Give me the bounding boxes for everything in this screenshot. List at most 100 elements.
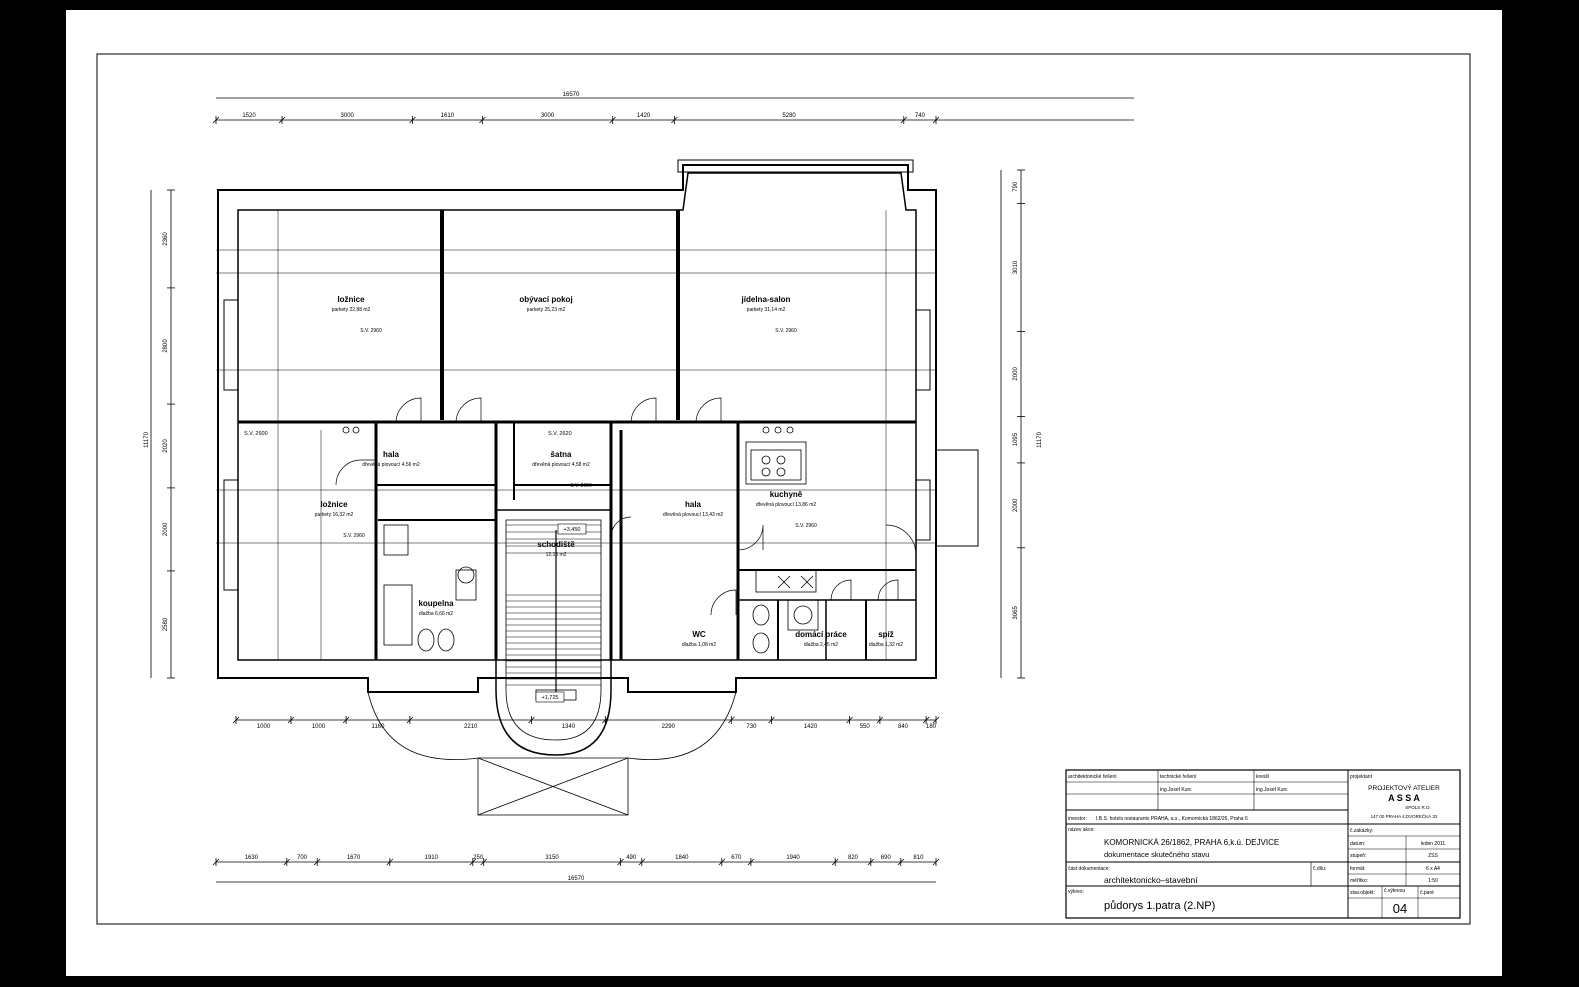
left-dimension-2: 2020 (163, 439, 169, 453)
bottom-dimension-3: 1910 (425, 855, 439, 861)
lower-dimension-0: 1000 (257, 724, 271, 730)
right-dimension-2: 2000 (1013, 367, 1019, 381)
lower-dimension-7: 1420 (804, 724, 818, 730)
level-upper: +3,450 (564, 527, 581, 533)
drew-name: ing.Josef Kurc (1256, 787, 1288, 793)
room-name: WC (692, 630, 706, 639)
lower-dimension-1: 1000 (312, 724, 326, 730)
side-dimension-chains (150, 169, 1025, 679)
bottom-dimension-11: 690 (881, 855, 892, 861)
top-dimension-3: 3000 (541, 113, 555, 119)
drawing-value: půdorys 1.patra (2.NP) (1104, 900, 1215, 912)
bottom-dimension-9: 1940 (786, 855, 800, 861)
room-name: jídelna-salon (741, 295, 791, 304)
room-label-10: WC dlažba 1,08 m2 (682, 630, 716, 648)
room-label-12: spíž dlažba 1,32 m2 (869, 630, 903, 648)
studio-logo-text: A S S A (1388, 793, 1420, 803)
bottom-dimension-4: 250 (473, 855, 484, 861)
studio-name: PROJEKTOVÝ ATELIER (1368, 783, 1440, 792)
arch-solution-label: architektonické řešení (1068, 774, 1117, 780)
top-dimension-1: 3000 (341, 113, 355, 119)
room-name: kuchyně (770, 490, 803, 499)
room-floor: parkety 31,14 m2 (747, 307, 786, 313)
top-dimension-5: 5280 (782, 113, 796, 119)
sv-label-left: S.V. 2600 (244, 431, 268, 437)
top-dimension-chain (212, 97, 1134, 124)
room-name: hala (685, 500, 702, 509)
right-dimension-0: 790 (1013, 181, 1019, 192)
title-block-labels: architektonické řešení technické řešení … (1068, 774, 1445, 916)
part-value: architektonicko–stavební (1104, 875, 1198, 885)
top-dimension-6: 740 (915, 113, 926, 119)
overall-dimension-top: 16570 (563, 92, 580, 98)
room-clear-height: S.V. 2690 (570, 483, 592, 489)
right-dimension-3: 1095 (1013, 432, 1019, 446)
drew-label: kreslil (1256, 774, 1269, 780)
stove-marks (777, 575, 814, 589)
lower-dimension-6: 730 (746, 724, 757, 730)
bottom-dimension-5: 3150 (545, 855, 559, 861)
drawing-sheet: 16570 1520 3000 1610 3000 1420 5280 740 (66, 10, 1502, 976)
bottom-dimension-12: 810 (913, 855, 924, 861)
right-dimension-4: 2000 (1013, 498, 1019, 512)
bottom-dimension-10: 820 (848, 855, 859, 861)
interior-dimension-lines (216, 210, 936, 700)
staircase (367, 509, 737, 816)
sheet-number-label: č.výkresu (1384, 888, 1405, 894)
lower-dimension-2: 1160 (372, 724, 386, 730)
room-floor: parkety 16,32 m2 (315, 512, 354, 518)
contract-label: č.zakázky: (1350, 828, 1373, 834)
sheet-number: 04 (1393, 901, 1407, 916)
sv-label-dressing: S.V. 2620 (548, 431, 572, 437)
room-clear-height: S.V. 2960 (795, 523, 817, 529)
scale-value: 1:50 (1428, 878, 1438, 884)
room-clear-height: S.V. 2960 (343, 533, 365, 539)
bottom-dimension-1: 700 (297, 855, 308, 861)
room-label-7: hala dřevěná plovoucí 13,43 m2 (663, 500, 724, 518)
left-total-dimension: 11170 (144, 431, 150, 447)
stage-label: stupeň: (1350, 853, 1366, 859)
top-dimension-2: 1610 (441, 113, 455, 119)
title-block (1065, 769, 1461, 919)
left-dimension-1: 2800 (163, 339, 169, 353)
format-label: formát: (1350, 866, 1366, 872)
tech-solution-label: technické řešení (1160, 774, 1197, 780)
room-floor: dřevěná plovoucí 4,58 m2 (532, 462, 590, 468)
left-dimension-4: 2580 (163, 617, 169, 631)
copy-label: č.paré (1420, 890, 1434, 896)
door-swings (335, 397, 917, 616)
format-value: 6 x A4 (1426, 866, 1440, 872)
bottom-dimension-0: 1630 (245, 855, 259, 861)
object-label: stav.objekt: (1350, 890, 1375, 896)
room-name: obývací pokoj (519, 295, 572, 304)
investor-label: investor: (1068, 816, 1087, 822)
action-label: název akce: (1068, 827, 1095, 833)
tech-solution-name: ing.Josef Kurc (1160, 787, 1192, 793)
bottom-dimension-chain (212, 858, 940, 883)
room-clear-height: S.V. 2960 (775, 328, 797, 334)
overall-dimension-bottom: 16570 (568, 876, 585, 882)
room-name: spíž (878, 630, 894, 639)
top-dimension-0: 1520 (242, 113, 256, 119)
bottom-dimension-6: 490 (626, 855, 637, 861)
room-floor: parkety 25,23 m2 (527, 307, 566, 313)
designer-label: projektant (1350, 774, 1373, 780)
room-floor: dlažba 1,32 m2 (869, 642, 903, 648)
lower-dimension-8: 550 (860, 724, 871, 730)
investor-value: I.B.S. hotels restaurants PRAHA, a.s., K… (1096, 816, 1248, 822)
room-name: domácí práce (795, 630, 847, 639)
room-floor: dřevěná plovoucí 13,43 m2 (663, 512, 724, 518)
room-floor: dlažba 1,08 m2 (682, 642, 716, 648)
room-floor: parkety 22,88 m2 (332, 307, 371, 313)
lower-dimension-10: 180 (926, 724, 937, 730)
